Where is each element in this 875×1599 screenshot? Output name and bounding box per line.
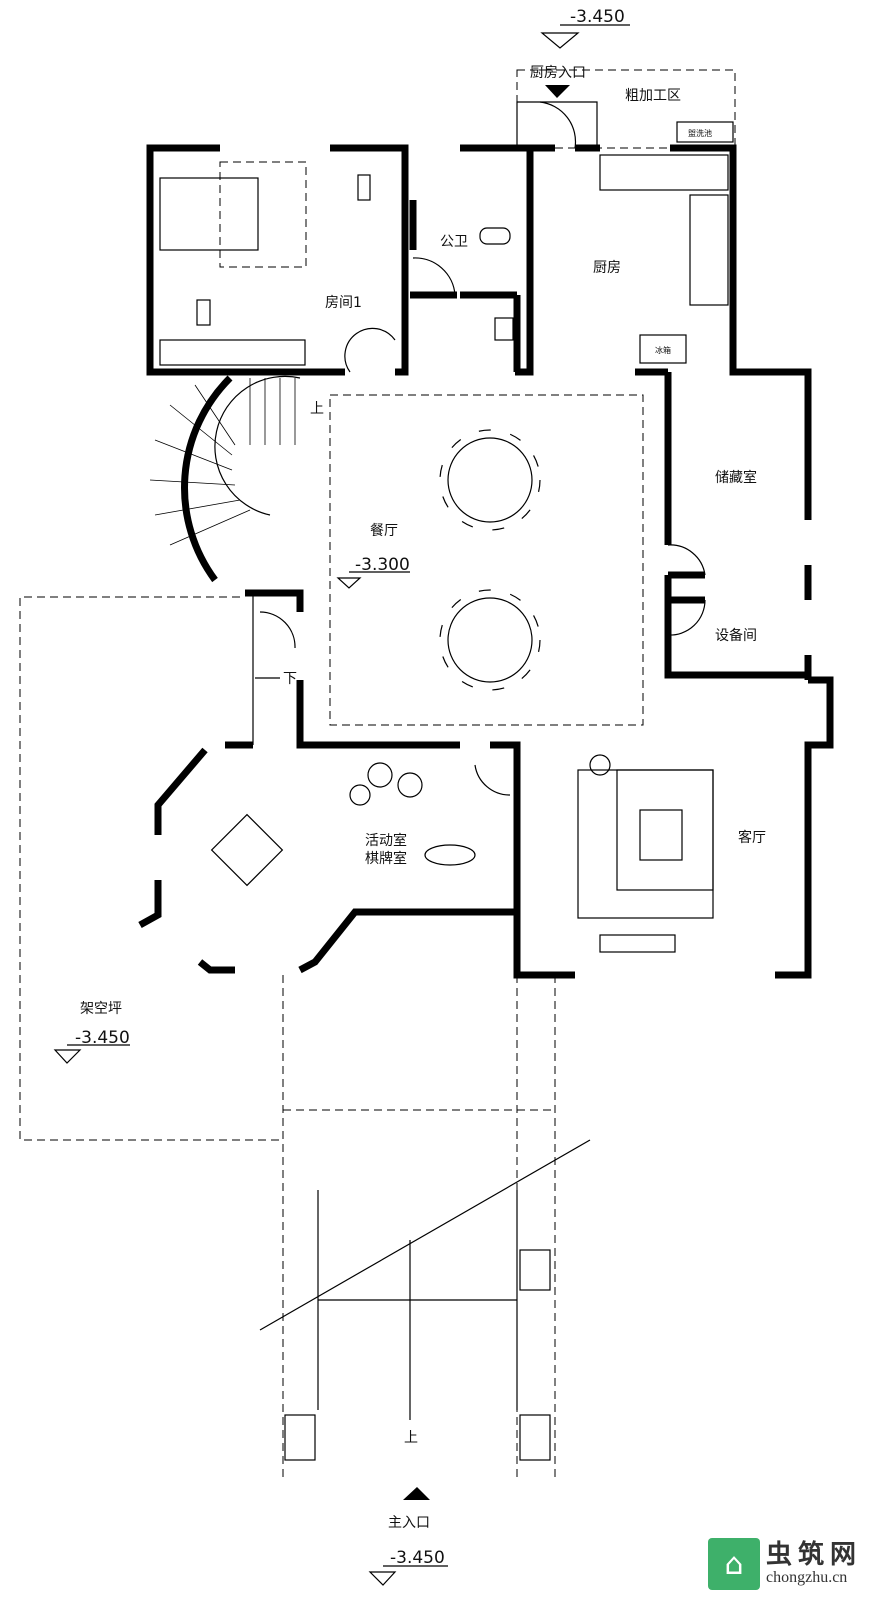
main-entrance-label: 主入口 — [388, 1515, 430, 1531]
room-label-bedroom: 房间1 — [325, 295, 362, 311]
watermark-logo: ⌂ 虫筑网 chongzhu.cn — [708, 1538, 862, 1590]
room-label-dining: 餐厅 — [370, 523, 398, 539]
house-icon: ⌂ — [708, 1538, 760, 1590]
elevation-dining-text: -3.300 — [355, 555, 410, 575]
entrance-stairs — [259, 975, 591, 1480]
dining-table-2 — [439, 589, 541, 691]
fridge-label: 冰箱 — [655, 345, 671, 355]
watermark-cn: 虫筑网 — [766, 1540, 863, 1570]
spiral-stair-wall — [181, 375, 233, 583]
bed — [159, 177, 259, 251]
room-label-equipment: 设备间 — [715, 627, 757, 644]
room-label-kitchen: 厨房 — [593, 260, 621, 276]
elevation-top-text: -3.450 — [570, 7, 625, 27]
room-label-stilt-floor: 架空坪 — [80, 1001, 122, 1017]
kitchen-entrance-label: 厨房入口 — [530, 65, 586, 81]
room-label-activity: 活动室 — [365, 832, 407, 849]
watermark-en: chongzhu.cn — [766, 1569, 848, 1586]
stilt-floor-area — [19, 596, 283, 1141]
sofa-set — [577, 769, 714, 919]
wardrobe — [159, 339, 306, 366]
room-label-rough-processing: 粗加工区 — [625, 88, 681, 104]
elevation-stilt-text: -3.450 — [75, 1028, 130, 1048]
elevation-bottom-text: -3.450 — [390, 1548, 445, 1568]
spiral-stair-treads — [149, 378, 296, 546]
stair-down-label: 下 — [283, 671, 297, 687]
entrance-arrow-icon — [545, 85, 570, 98]
room-label-toilet: 公卫 — [440, 234, 468, 250]
entrance-up-label: 上 — [404, 1430, 418, 1446]
dining-area — [329, 394, 644, 726]
dining-table-1 — [439, 429, 541, 531]
room-label-storage: 储藏室 — [715, 469, 757, 486]
room-label-chess: 棋牌室 — [365, 850, 407, 867]
walls — [138, 144, 834, 979]
spiral-stair-inner — [214, 375, 301, 516]
wash-basin-label: 盥洗池 — [688, 128, 712, 138]
elevation-mark-top: -3.450 — [540, 7, 630, 49]
card-table — [210, 813, 284, 887]
room-label-living: 客厅 — [738, 829, 766, 846]
main-entrance-arrow-icon — [403, 1487, 430, 1500]
stair-up-label: 上 — [310, 401, 324, 417]
toilet-fixture — [479, 227, 511, 245]
